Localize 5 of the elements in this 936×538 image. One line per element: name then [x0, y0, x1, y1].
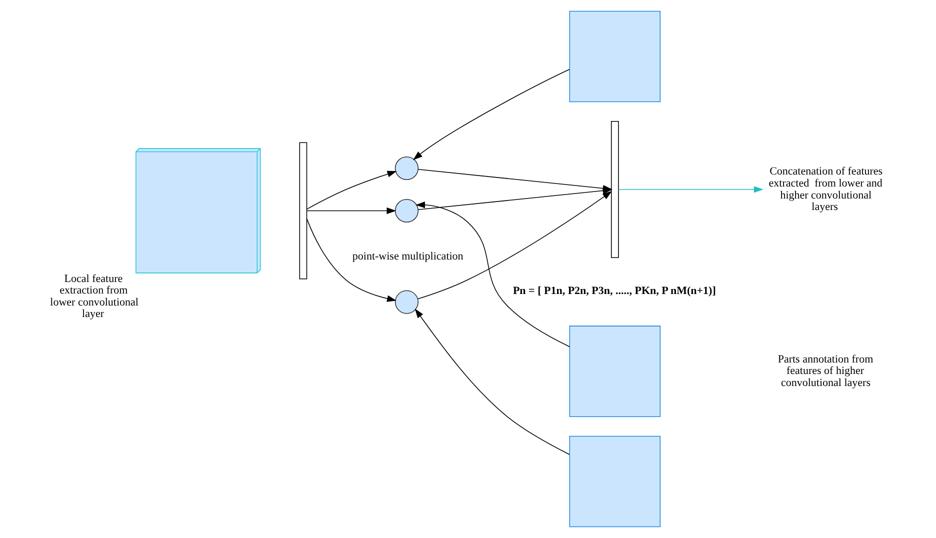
label: point-wise multiplication: [352, 250, 463, 262]
label: Pn = [ P1n, P2n, P3n, ....., PKn, P nM(n+1)]: [512, 284, 716, 297]
node-label: Local feature extraction from lower convolutional layer: [50, 272, 138, 320]
label: Parts annotation from features of higher convolutional layers: [777, 353, 873, 390]
node-text: Concatenation of features extracted from lower and higher convolutional layers: [768, 166, 882, 214]
